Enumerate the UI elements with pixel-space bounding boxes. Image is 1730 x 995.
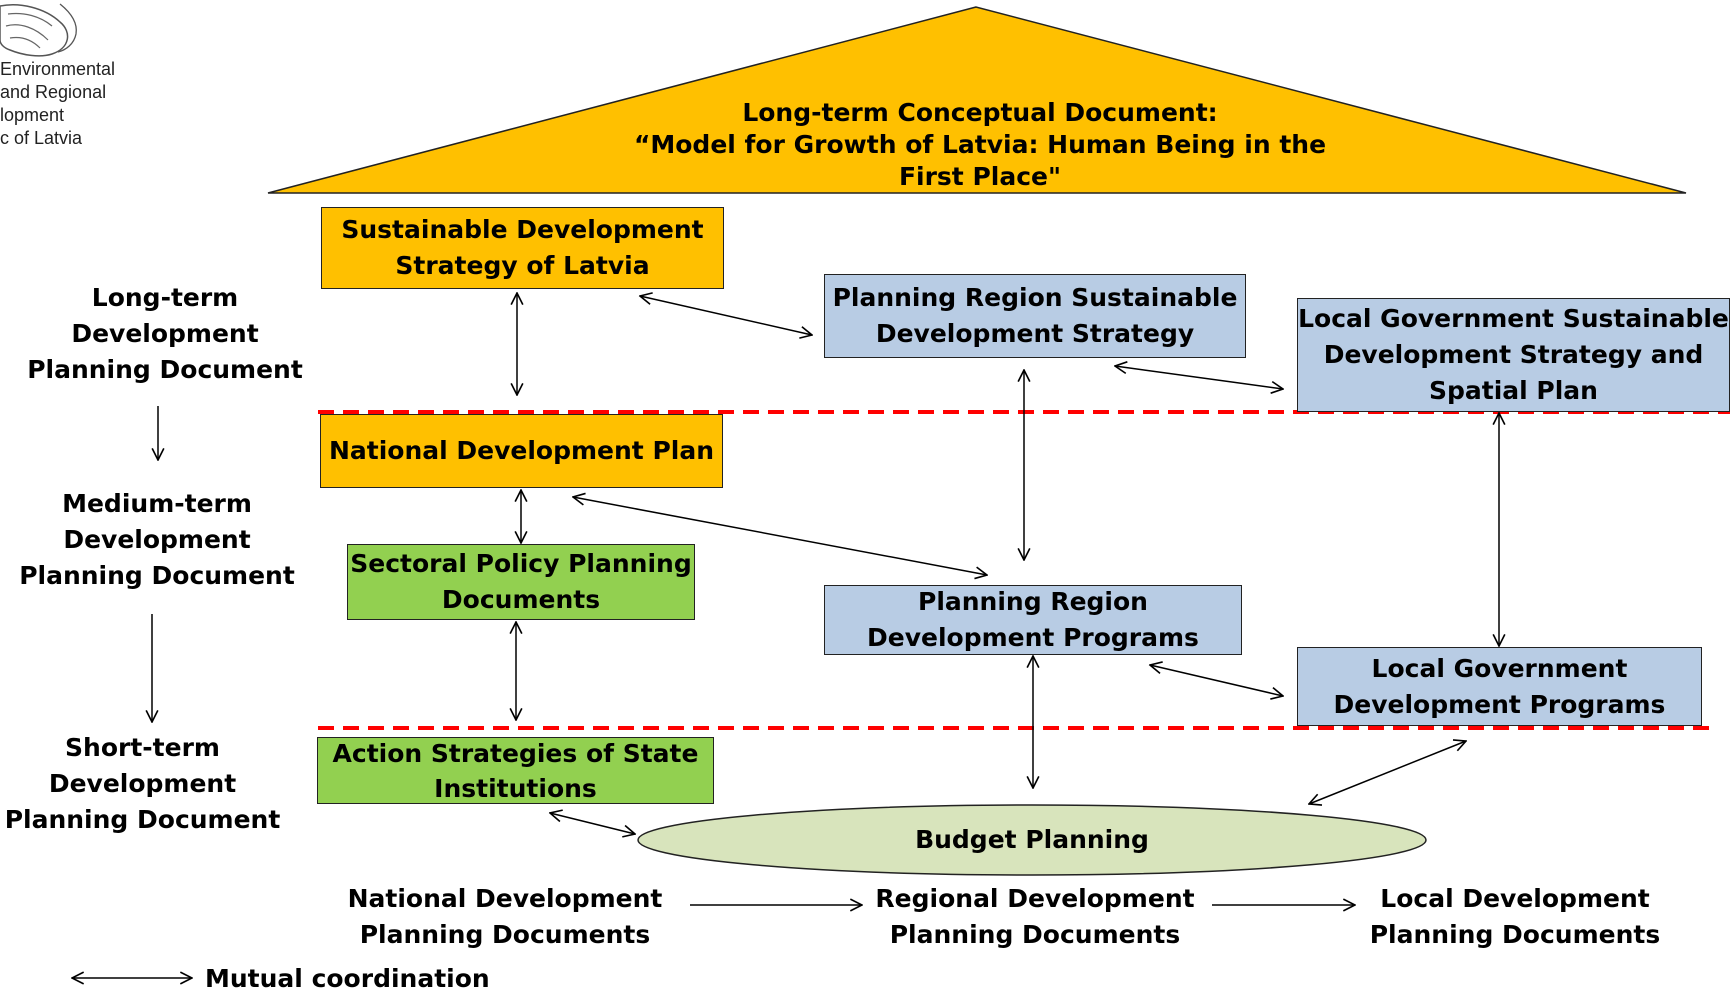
bottom-regional-line: Regional Development [875, 884, 1195, 913]
roof-title: Long-term Conceptual Document: “Model fo… [620, 97, 1340, 193]
box-text-line: Action Strategies of State [332, 738, 699, 768]
bottom-local-line: Local Development [1380, 884, 1650, 913]
box-text-line: Local Government Sustainable [1298, 304, 1729, 333]
arrow-strategy-regionstrategy [640, 296, 812, 335]
box-text-line: Development Programs [867, 623, 1199, 652]
box-sectoral-policy-planning: Sectoral Policy Planning Documents [347, 544, 695, 620]
box-planning-region-strategy: Planning Region Sustainable Development … [824, 274, 1246, 358]
bottom-regional-line: Planning Documents [889, 920, 1181, 949]
box-text-line: Planning Region Sustainable [832, 283, 1238, 312]
budget-planning-label: Budget Planning [915, 825, 1149, 854]
box-local-government-programs: Local Government Development Programs [1297, 647, 1702, 726]
box-text-line: Strategy of Latvia [395, 251, 650, 280]
level-short-term-line: Planning Document [4, 805, 281, 834]
box-text-line: Sustainable Development [341, 215, 704, 244]
roof-line-2: “Model for Growth of Latvia: Human Being… [633, 130, 1327, 159]
bottom-local: Local Development Planning Documents [1365, 881, 1665, 953]
box-planning-region-programs: Planning Region Development Programs [824, 585, 1242, 655]
org-line-3: lopment [0, 105, 65, 125]
org-line-1: Environmental [0, 59, 116, 79]
level-medium-term-line: Planning Document [19, 561, 295, 590]
level-medium-term: Medium-term Development Planning Documen… [12, 486, 302, 594]
box-text-line: Development Programs [1333, 689, 1666, 719]
arrow-plan-regionprograms [573, 497, 987, 575]
bottom-regional: Regional Development Planning Documents [865, 881, 1205, 953]
level-short-term-line: Development [48, 769, 237, 798]
roof-line-3: First Place" [898, 162, 1062, 191]
bottom-national-line: Planning Documents [359, 920, 651, 949]
level-medium-term-line: Medium-term [62, 489, 252, 518]
level-long-term-line: Long-term [91, 283, 239, 312]
level-long-term: Long-term Development Planning Document [20, 280, 310, 388]
box-sustainable-development-strategy: Sustainable Development Strategy of Latv… [321, 207, 724, 289]
box-text-line: Development Strategy [875, 319, 1195, 348]
legend-label: Mutual coordination [205, 964, 490, 993]
box-action-strategies: Action Strategies of State Institutions [317, 737, 714, 804]
box-text-line: Planning Region [918, 587, 1148, 616]
box-text-line: Spatial Plan [1428, 376, 1598, 405]
box-text-line: Development Strategy and [1323, 340, 1704, 369]
arrow-localprograms-budget [1309, 741, 1466, 804]
box-text-line: Local Government [1371, 653, 1628, 683]
box-text-line: Sectoral Policy Planning [350, 549, 692, 578]
org-line-4: c of Latvia [0, 128, 83, 148]
budget-ellipse [637, 804, 1427, 876]
level-long-term-line: Development [71, 319, 259, 348]
bottom-national: National Development Planning Documents [335, 881, 675, 953]
level-medium-term-line: Development [63, 525, 251, 554]
box-text-line: Documents [441, 585, 601, 614]
roof-triangle [267, 6, 1687, 194]
box-national-development-plan: National Development Plan [320, 414, 723, 488]
coat-of-arms-emblem [0, 3, 77, 57]
box-text-line: Institutions [434, 773, 597, 803]
level-short-term: Short-term Development Planning Document [0, 730, 285, 838]
arrow-regionstrategy-localstrategy [1115, 366, 1283, 389]
level-short-term-line: Short-term [65, 733, 220, 762]
bottom-local-line: Planning Documents [1369, 920, 1661, 949]
box-local-government-strategy: Local Government Sustainable Development… [1297, 298, 1730, 412]
roof-line-1: Long-term Conceptual Document: [742, 98, 1218, 127]
box-text-line: National Development Plan [328, 436, 715, 465]
arrow-regionprograms-localprograms [1150, 665, 1283, 696]
bottom-national-line: National Development [347, 884, 663, 913]
org-name: Environmental and Regional lopment c of … [0, 58, 115, 150]
level-long-term-line: Planning Document [27, 355, 303, 384]
org-line-2: and Regional [0, 82, 107, 102]
arrow-action-budget [550, 813, 635, 834]
